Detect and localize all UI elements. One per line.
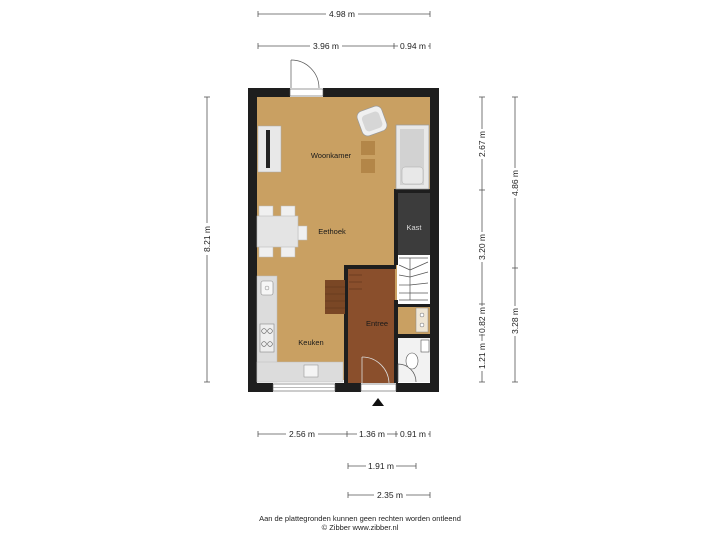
dimension-label: 3.28 m [510, 308, 520, 334]
entrance-arrow-icon [372, 398, 384, 406]
window-top [289, 88, 324, 97]
door-entree-swing [361, 356, 390, 384]
door-toilet-swing [397, 363, 417, 383]
staircase [398, 257, 429, 301]
dimension-label: 4.86 m [510, 170, 520, 196]
room-label-keuken: Keuken [298, 338, 323, 347]
dimension-label: 1.91 m [368, 461, 394, 471]
dimension-right-inner: 2.67 m 3.20 m 0.82 m 1.21 m [476, 96, 488, 383]
dimension-label: 0.91 m [400, 429, 426, 439]
entree-steps [349, 274, 362, 290]
window-bottom-right [360, 383, 397, 392]
dimension-bottom-row3: 2.35 m [347, 489, 431, 500]
dimension-label: 4.98 m [329, 9, 355, 19]
room-label-woonkamer: Woonkamer [311, 151, 352, 160]
room-label-eethoek: Eethoek [318, 227, 346, 236]
footer-copyright: © Zibber www.zibber.nl [321, 523, 399, 532]
dimension-label: 3.20 m [477, 234, 487, 260]
sofa-icon [395, 124, 430, 190]
toilet-icon [405, 339, 430, 370]
side-table [361, 159, 375, 173]
dimension-label: 0.82 m [477, 307, 487, 333]
dining-table-icon [256, 205, 308, 258]
meter-cupboard-icon [415, 307, 429, 333]
window-bottom-left [272, 383, 336, 392]
footer-disclaimer: Aan de plattegronden kunnen geen rechten… [259, 514, 461, 523]
floor-stairs [397, 255, 430, 305]
dimension-top-segments: 3.96 m 0.94 m [257, 40, 431, 51]
dimension-bottom-row1: 2.56 m 1.36 m 0.91 m [257, 428, 431, 439]
dimension-bottom-row2: 1.91 m [347, 460, 417, 471]
footer: Aan de plattegronden kunnen geen rechten… [0, 514, 720, 532]
dimension-label: 8.21 m [202, 226, 212, 252]
stair-block [325, 280, 345, 314]
door-top-swing [290, 59, 320, 89]
dimension-top-total: 4.98 m [257, 8, 431, 19]
room-label-entree: Entree [366, 319, 388, 328]
dimension-left-total: 8.21 m [201, 96, 213, 383]
dimension-label: 1.36 m [359, 429, 385, 439]
dimension-label: 0.94 m [400, 41, 426, 51]
room-label-kast: Kast [406, 223, 422, 232]
dimension-right-outer: 4.86 m 3.28 m [509, 96, 521, 383]
dimension-label: 3.96 m [313, 41, 339, 51]
floor-kast [397, 193, 430, 255]
kitchen-counter [256, 275, 344, 383]
dimension-label: 2.56 m [289, 429, 315, 439]
dimension-label: 2.67 m [477, 131, 487, 157]
sink-icon [260, 280, 274, 296]
tv-unit-icon [257, 125, 282, 173]
armchair-icon [356, 105, 388, 137]
floor-entree [347, 268, 395, 383]
walls [248, 88, 439, 392]
side-table [361, 141, 375, 155]
stove-icon [259, 323, 275, 353]
dimension-label: 1.21 m [477, 343, 487, 369]
dimension-label: 2.35 m [377, 490, 403, 500]
